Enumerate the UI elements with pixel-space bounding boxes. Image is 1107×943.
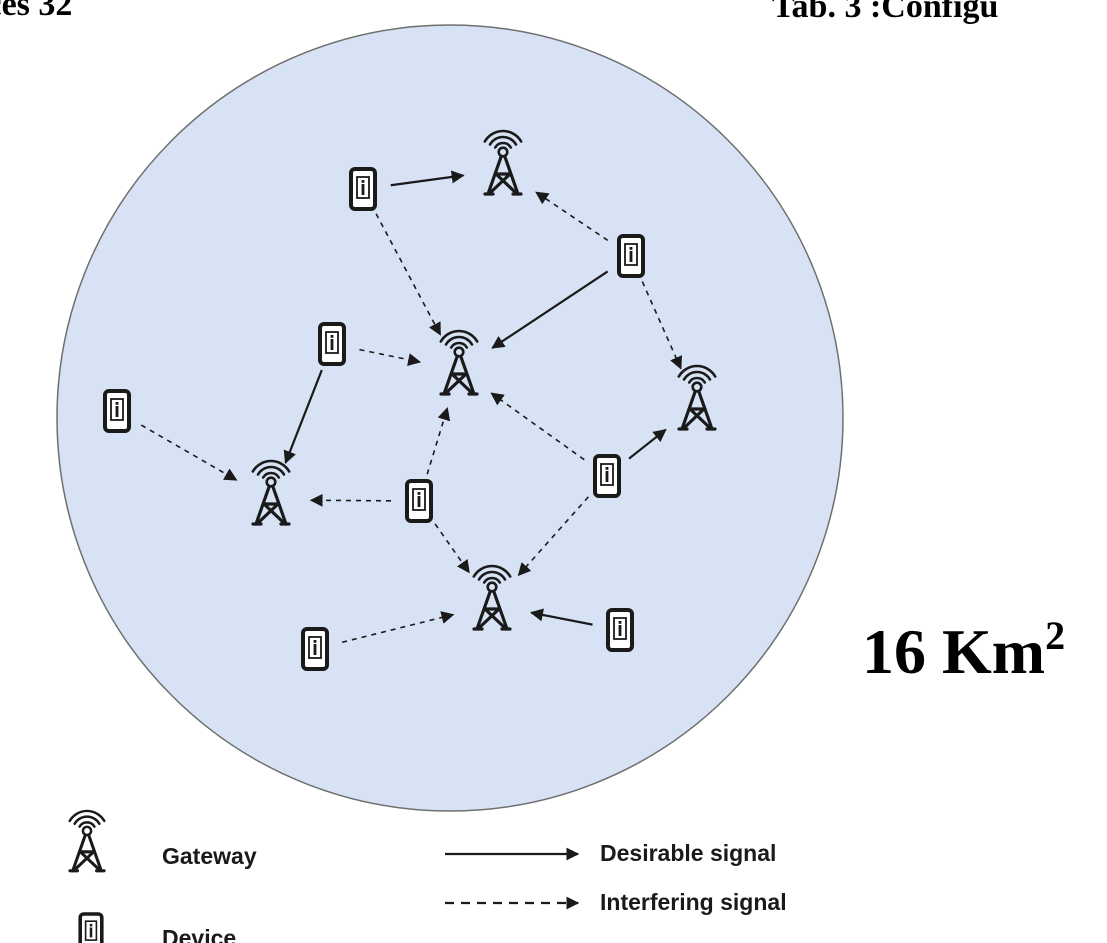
interfering-signal-arrow bbox=[359, 348, 422, 366]
desirable-signal-arrow bbox=[283, 369, 323, 464]
device-phone-icon bbox=[103, 389, 131, 433]
desirable-signal-arrow bbox=[628, 428, 667, 460]
gateway-tower-icon bbox=[439, 329, 479, 396]
phone-device-icon bbox=[78, 912, 104, 943]
device-phone-icon bbox=[349, 167, 377, 211]
top-right-text-fragment: Tab. 3 :Configu bbox=[772, 0, 999, 25]
desirable-signal-arrow bbox=[529, 608, 593, 626]
legend-interfering-label: Interfering signal bbox=[600, 889, 787, 915]
interfering-signal-arrow bbox=[309, 493, 392, 507]
gateway-tower-icon bbox=[472, 564, 512, 631]
desirable-signal-arrow bbox=[390, 170, 465, 187]
device-phone-icon bbox=[301, 627, 329, 671]
signal-links bbox=[140, 170, 683, 644]
top-left-text-fragment: rences 32 bbox=[0, 0, 73, 23]
device-phone-icon bbox=[318, 322, 346, 366]
interfering-signal-arrow bbox=[140, 424, 238, 481]
cell-tower-icon bbox=[68, 809, 106, 873]
gateway-tower-icon bbox=[677, 364, 717, 431]
interfering-signal-arrow bbox=[375, 213, 441, 336]
desirable-signal-arrow bbox=[491, 270, 609, 349]
device-phone-icon bbox=[617, 234, 645, 278]
coverage-area-circle bbox=[56, 24, 844, 812]
area-label: 16 Km2 bbox=[862, 612, 1065, 689]
area-unit-exponent: 2 bbox=[1045, 613, 1066, 658]
legend-gateway-label: Gateway bbox=[162, 843, 257, 869]
legend bbox=[68, 809, 580, 943]
legend-desirable-label: Desirable signal bbox=[600, 840, 777, 866]
area-value: 16 Km bbox=[862, 616, 1046, 687]
interfering-signal-arrow bbox=[535, 191, 609, 242]
gateway-tower-icon bbox=[483, 129, 523, 196]
interfering-signal-arrow bbox=[426, 407, 451, 475]
device-phone-icon bbox=[405, 479, 433, 523]
network-nodes bbox=[103, 129, 717, 671]
device-phone-icon bbox=[606, 608, 634, 652]
interfering-signal-arrow bbox=[517, 496, 589, 577]
gateway-tower-icon bbox=[251, 459, 291, 526]
device-phone-icon bbox=[593, 454, 621, 498]
legend-device-label: Device bbox=[162, 925, 237, 943]
